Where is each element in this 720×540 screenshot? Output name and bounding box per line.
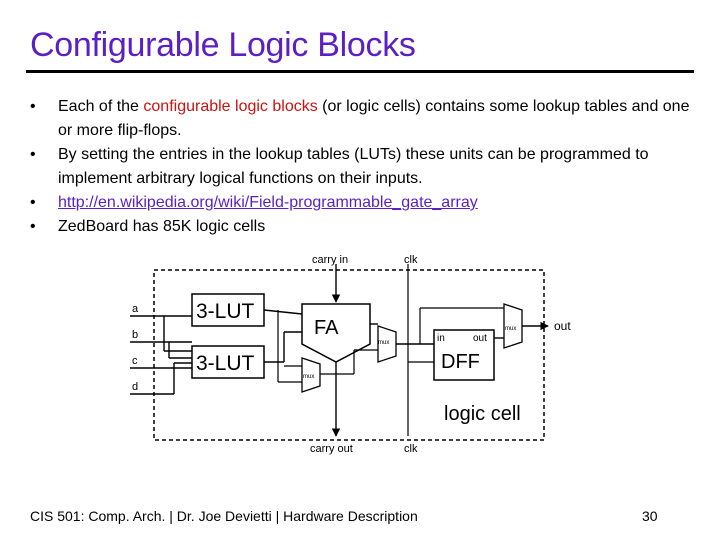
carry-in-label: carry in: [312, 254, 348, 266]
input-a-label: a: [132, 303, 139, 315]
bullet-item: • By setting the entries in the lookup t…: [30, 143, 690, 191]
lut-block-2: [191, 345, 265, 379]
page-number: 30: [642, 508, 658, 524]
bullet-text: ZedBoard has 85K logic cells: [58, 218, 266, 235]
bullet-text: Each of the: [58, 98, 144, 115]
highlight-text: configurable logic blocks: [143, 98, 318, 115]
bullet-text: By setting the entries in the lookup tab…: [58, 146, 649, 187]
mux-1-label: mux: [303, 374, 314, 380]
bullet-dot: •: [30, 218, 36, 235]
logic-cell-diagram: carry in clk carry out clk a b c d 3-LUT…: [130, 254, 571, 455]
input-d-label: d: [132, 381, 138, 393]
input-c-label: c: [132, 355, 138, 367]
bullet-dot: •: [30, 98, 36, 115]
full-adder-block: [301, 303, 371, 363]
dff-in-label: in: [437, 333, 445, 344]
bullet-text: (or logic cells) contains some lookup ta…: [58, 98, 690, 139]
input-b-label: b: [132, 329, 138, 341]
bullet-item: • Each of the configurable logic blocks …: [30, 95, 690, 143]
mux-2-label: mux: [378, 340, 389, 346]
mux-output: [503, 303, 523, 349]
dff-label: DFF: [441, 351, 480, 373]
footer-text: CIS 501: Comp. Arch. | Dr. Joe Devietti …: [30, 508, 418, 524]
dff-out-label: out: [473, 333, 487, 344]
bullet-item: • http://en.wikipedia.org/wiki/Field-pro…: [30, 191, 690, 215]
output-label: out: [554, 319, 571, 333]
wikipedia-link[interactable]: http://en.wikipedia.org/wiki/Field-progr…: [58, 194, 478, 211]
slide-title: Configurable Logic Blocks: [30, 26, 416, 64]
bullet-dot: •: [30, 194, 36, 211]
carry-out-label: carry out: [310, 443, 353, 455]
lut-2-label: 3-LUT: [196, 352, 255, 375]
bullet-list: • Each of the configurable logic blocks …: [30, 95, 690, 239]
full-adder-label: FA: [314, 317, 339, 339]
bullet-item: • ZedBoard has 85K logic cells: [30, 215, 690, 239]
bullet-dot: •: [30, 146, 36, 163]
mux-small-1: [301, 357, 321, 393]
mux-3-label: mux: [505, 326, 516, 332]
dff-block: [433, 329, 495, 381]
title-divider: [26, 70, 694, 73]
clk-top-label: clk: [404, 254, 418, 266]
clk-bottom-label: clk: [404, 443, 418, 455]
lut-block-1: [191, 293, 265, 327]
logic-cell-label: logic cell: [444, 403, 521, 425]
lut-1-label: 3-LUT: [196, 300, 255, 323]
